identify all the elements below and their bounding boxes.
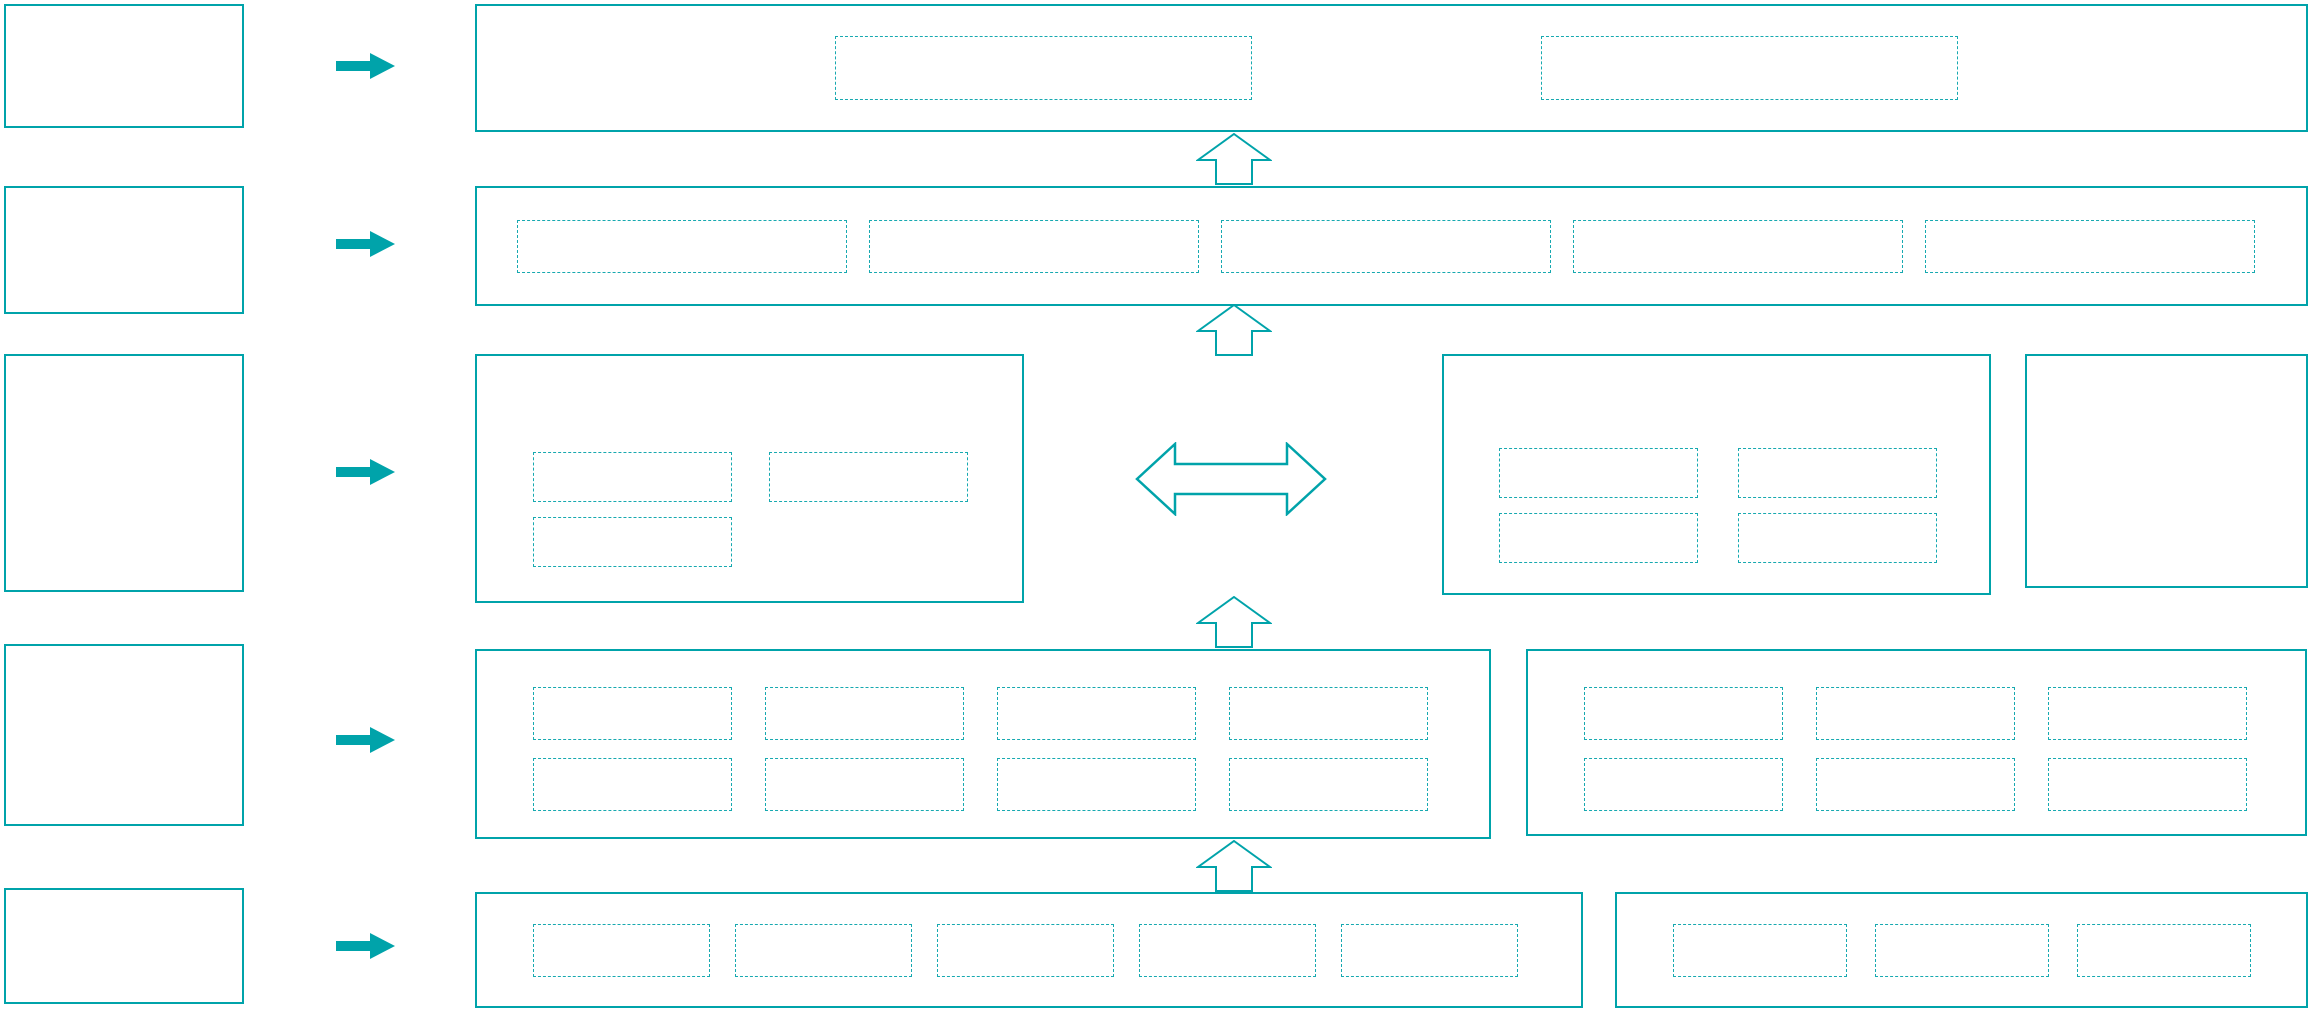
layer-3-left-container bbox=[475, 354, 1024, 603]
layer-2-container bbox=[475, 186, 2308, 306]
up-arrow-icon bbox=[1196, 840, 1272, 892]
placeholder-box bbox=[533, 923, 710, 977]
layer-3-side-container bbox=[2025, 354, 2308, 588]
placeholder-box bbox=[1341, 923, 1518, 977]
placeholder-box bbox=[1816, 687, 2015, 740]
placeholder-box bbox=[533, 758, 732, 811]
placeholder-box bbox=[2048, 687, 2247, 740]
up-arrow-icon bbox=[1196, 133, 1272, 185]
right-arrow-icon bbox=[336, 933, 395, 959]
layer-3-right-container bbox=[1442, 354, 1991, 595]
placeholder-box bbox=[1229, 687, 1428, 740]
placeholder-box bbox=[1816, 758, 2015, 811]
layer-3-label-box bbox=[4, 354, 244, 592]
layer-5-right-container bbox=[1615, 892, 2308, 1008]
placeholder-box bbox=[1499, 513, 1698, 563]
placeholder-box bbox=[2048, 758, 2247, 811]
placeholder-box bbox=[769, 452, 968, 502]
placeholder-box bbox=[533, 517, 732, 567]
placeholder-box bbox=[997, 758, 1196, 811]
placeholder-box bbox=[1925, 219, 2255, 273]
up-arrow-icon bbox=[1196, 304, 1272, 356]
placeholder-box bbox=[997, 687, 1196, 740]
placeholder-box bbox=[1541, 36, 1958, 100]
placeholder-box bbox=[1738, 513, 1937, 563]
layer-1-label-box bbox=[4, 4, 244, 128]
placeholder-box bbox=[1229, 758, 1428, 811]
placeholder-box bbox=[1139, 923, 1316, 977]
layer-5-left-container bbox=[475, 892, 1583, 1008]
placeholder-box bbox=[1584, 758, 1783, 811]
layer-4-label-box bbox=[4, 644, 244, 826]
right-arrow-icon bbox=[336, 231, 395, 257]
layer-4-right-container bbox=[1526, 649, 2307, 836]
right-arrow-icon bbox=[336, 459, 395, 485]
layer-2-label-box bbox=[4, 186, 244, 314]
placeholder-box bbox=[765, 687, 964, 740]
layer-1-container bbox=[475, 4, 2308, 132]
placeholder-box bbox=[517, 219, 847, 273]
placeholder-box bbox=[533, 687, 732, 740]
placeholder-box bbox=[735, 923, 912, 977]
right-arrow-icon bbox=[336, 53, 395, 79]
placeholder-box bbox=[765, 758, 964, 811]
right-arrow-icon bbox=[336, 727, 395, 753]
double-arrow-icon bbox=[1135, 442, 1327, 516]
placeholder-box bbox=[1499, 448, 1698, 498]
layer-5-label-box bbox=[4, 888, 244, 1004]
placeholder-box bbox=[835, 36, 1252, 100]
placeholder-box bbox=[1738, 448, 1937, 498]
placeholder-box bbox=[1584, 687, 1783, 740]
placeholder-box bbox=[1221, 219, 1551, 273]
placeholder-box bbox=[869, 219, 1199, 273]
placeholder-box bbox=[533, 452, 732, 502]
placeholder-box bbox=[1573, 219, 1903, 273]
placeholder-box bbox=[937, 923, 1114, 977]
placeholder-box bbox=[2077, 923, 2251, 977]
placeholder-box bbox=[1673, 923, 1847, 977]
layer-4-left-container bbox=[475, 649, 1491, 839]
placeholder-box bbox=[1875, 923, 2049, 977]
up-arrow-icon bbox=[1196, 596, 1272, 648]
